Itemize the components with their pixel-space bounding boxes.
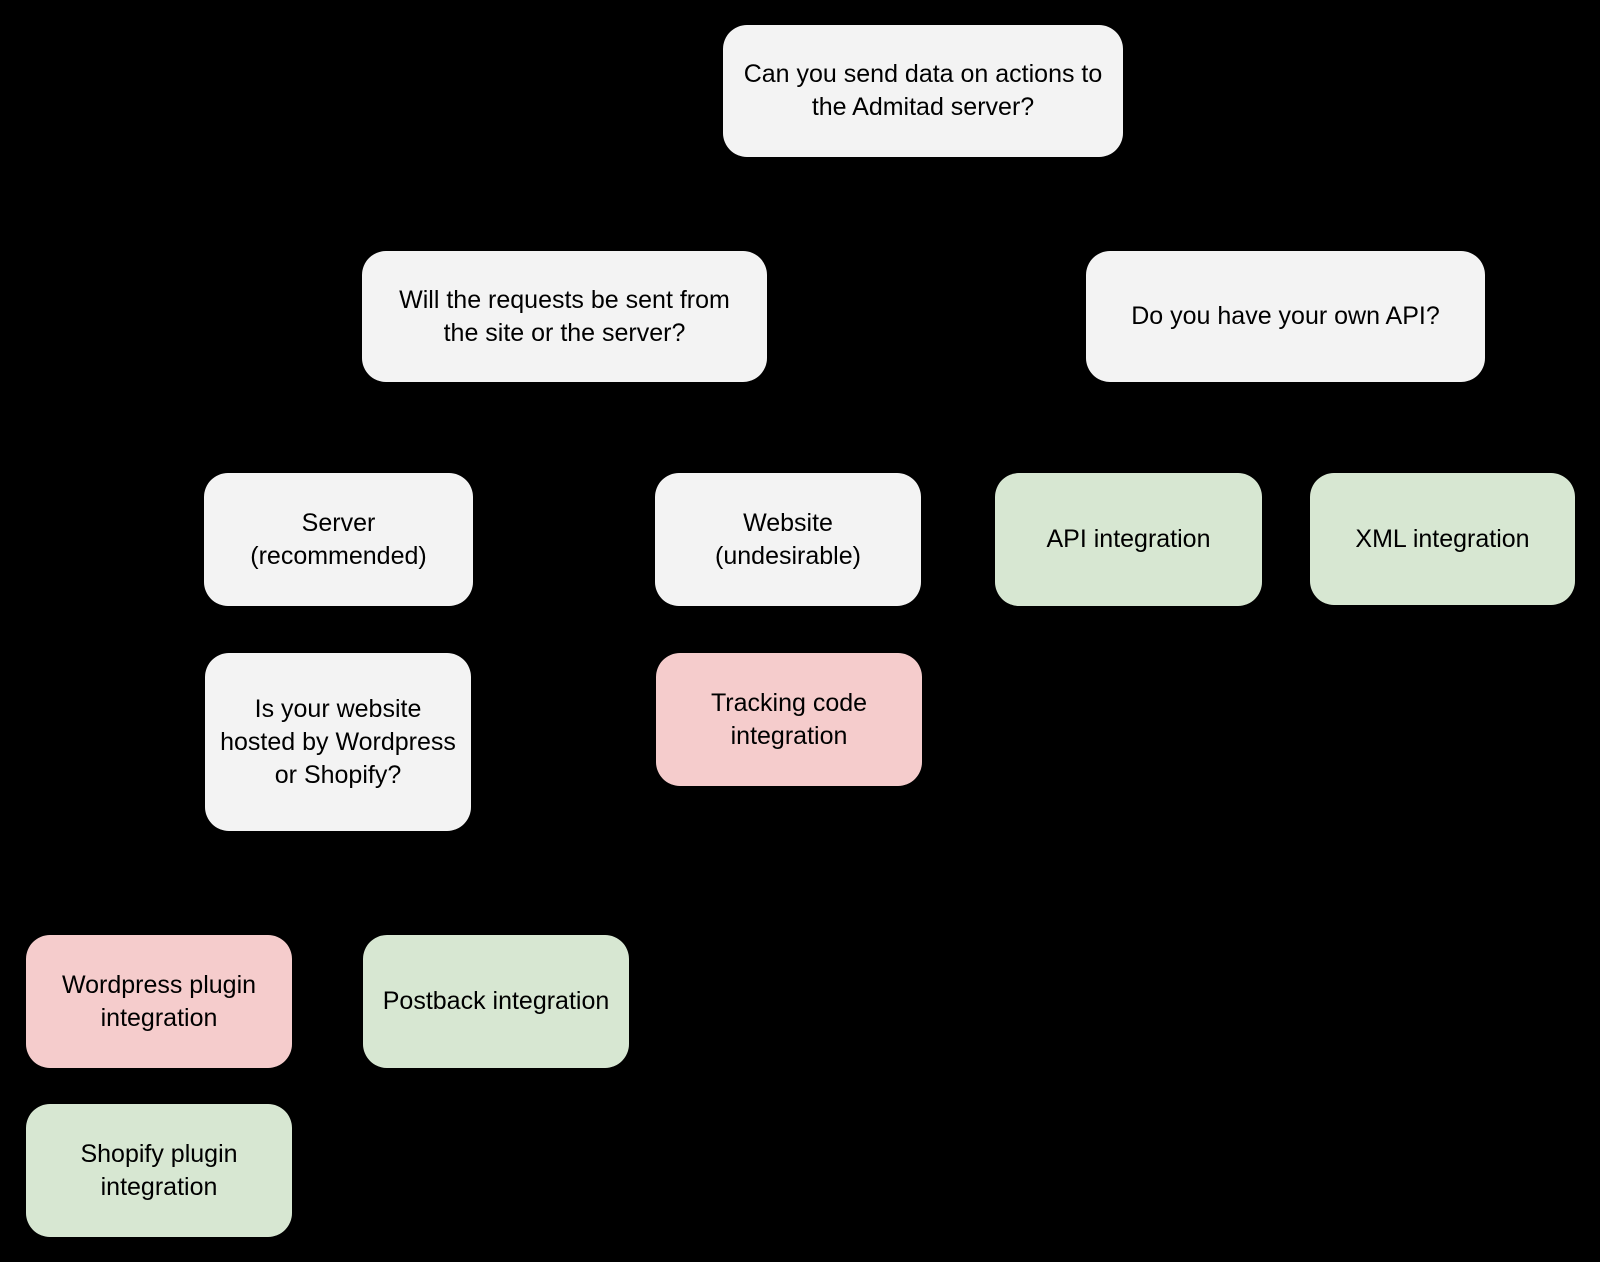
node-question-hosted-wordpress-shopify: Is your website hosted by Wordpress or S… [205, 653, 471, 831]
node-question-requests-site-or-server: Will the requests be sent from the site … [362, 251, 767, 382]
node-result-tracking-code-integration: Tracking code integration [656, 653, 922, 786]
node-result-wordpress-plugin-integration: Wordpress plugin integration [26, 935, 292, 1068]
node-answer-server-recommended: Server (recommended) [204, 473, 473, 606]
node-answer-website-undesirable: Website (undesirable) [655, 473, 921, 606]
node-question-own-api: Do you have your own API? [1086, 251, 1485, 382]
node-result-shopify-plugin-integration: Shopify plugin integration [26, 1104, 292, 1237]
node-result-xml-integration: XML integration [1310, 473, 1575, 605]
node-result-postback-integration: Postback integration [363, 935, 629, 1068]
node-question-send-data-to-admitad: Can you send data on actions to the Admi… [723, 25, 1123, 157]
node-result-api-integration: API integration [995, 473, 1262, 606]
